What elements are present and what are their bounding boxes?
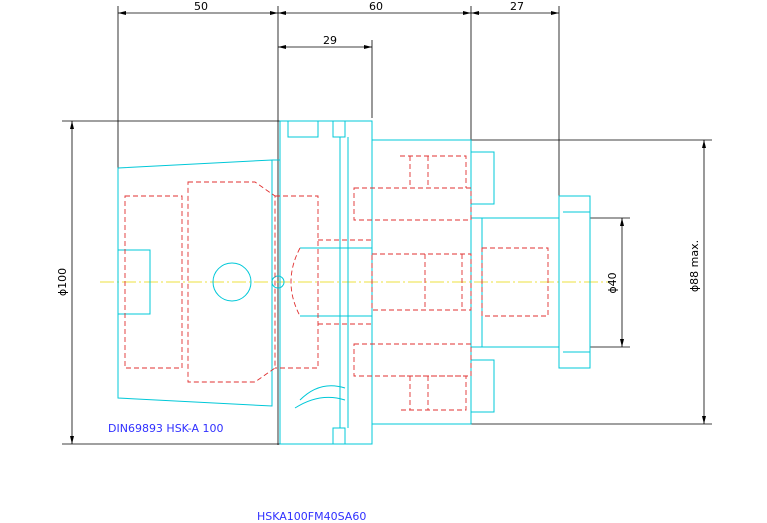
dimension-phi88: ϕ88 max. [688, 240, 701, 292]
dimension-50: 50 [194, 0, 208, 13]
dimension-27: 27 [510, 0, 524, 13]
dimension-phi40: ϕ40 [606, 272, 619, 293]
part-outline [117, 120, 591, 445]
part-number-label: HSKA100FM40SA60 [257, 510, 366, 523]
standard-label: DIN69893 HSK-A 100 [108, 422, 224, 435]
dimension-phi100: ϕ100 [56, 268, 69, 296]
dimension-60: 60 [369, 0, 383, 13]
dimension-29: 29 [323, 34, 337, 47]
hidden-features [124, 155, 549, 411]
dimension-lines [62, 6, 712, 445]
